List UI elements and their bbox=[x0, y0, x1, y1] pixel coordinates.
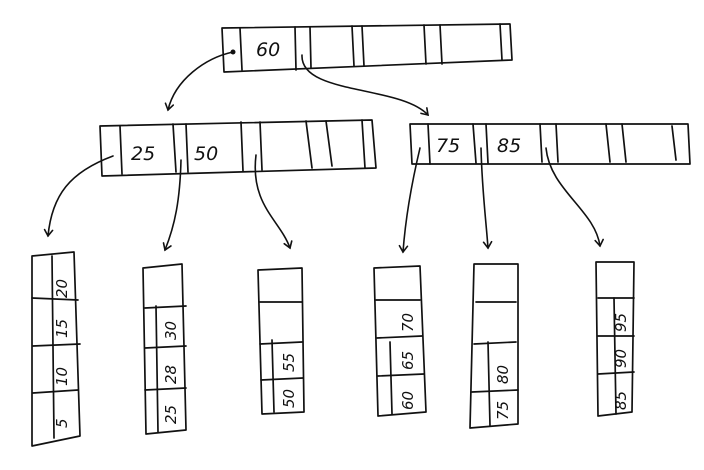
leaf-0-key-2: 15 bbox=[53, 319, 71, 338]
pointer-to-leaf-3 bbox=[398, 147, 421, 254]
root-pointer-left bbox=[164, 51, 234, 112]
leaf-0-key-3: 20 bbox=[53, 279, 71, 298]
leaf-5-key-2: 95 bbox=[612, 313, 630, 332]
internal-node-left: 25 50 bbox=[99, 119, 377, 177]
root-node: 60 bbox=[221, 23, 513, 73]
leaf-0-key-0: 5 bbox=[53, 418, 71, 428]
leaf-0-key-1: 10 bbox=[53, 367, 71, 386]
pointer-to-leaf-4 bbox=[480, 147, 493, 250]
leaf-1-key-2: 30 bbox=[162, 321, 180, 340]
leaf-node: 30 28 25 bbox=[142, 263, 187, 435]
leaf-3-key-2: 70 bbox=[399, 313, 417, 332]
leaf-node: 95 90 85 bbox=[595, 261, 635, 417]
pointer-to-leaf-5 bbox=[545, 147, 604, 248]
leaf-node: 80 75 bbox=[469, 263, 519, 429]
internal-node-right: 75 85 bbox=[409, 123, 691, 165]
internal-right-key-1: 85 bbox=[497, 135, 521, 157]
internal-left-key-1: 50 bbox=[194, 143, 218, 165]
leaf-1-key-0: 25 bbox=[162, 405, 180, 424]
leaf-3-key-0: 60 bbox=[399, 391, 417, 410]
leaf-node: 55 50 bbox=[257, 267, 305, 415]
pointer-to-leaf-1 bbox=[162, 159, 182, 252]
internal-left-key-0: 25 bbox=[131, 143, 155, 165]
leaf-4-key-0: 75 bbox=[494, 401, 512, 420]
leaf-2-key-0: 50 bbox=[280, 389, 298, 408]
root-pointer-right bbox=[301, 54, 429, 117]
leaf-2-key-1: 55 bbox=[280, 353, 298, 372]
leaf-5-key-1: 90 bbox=[612, 349, 630, 368]
pointer-to-leaf-2 bbox=[254, 154, 293, 250]
leaf-4-key-1: 80 bbox=[494, 365, 512, 384]
pointer-to-leaf-0 bbox=[43, 155, 114, 238]
leaf-5-key-0: 85 bbox=[612, 391, 630, 410]
leaf-1-key-1: 28 bbox=[162, 365, 180, 384]
leaf-node: 20 15 10 5 bbox=[31, 251, 81, 447]
leaf-node: 70 65 60 bbox=[373, 265, 427, 417]
internal-right-key-0: 75 bbox=[436, 135, 460, 157]
leaf-3-key-1: 65 bbox=[399, 351, 417, 370]
root-key-0: 60 bbox=[256, 39, 280, 61]
